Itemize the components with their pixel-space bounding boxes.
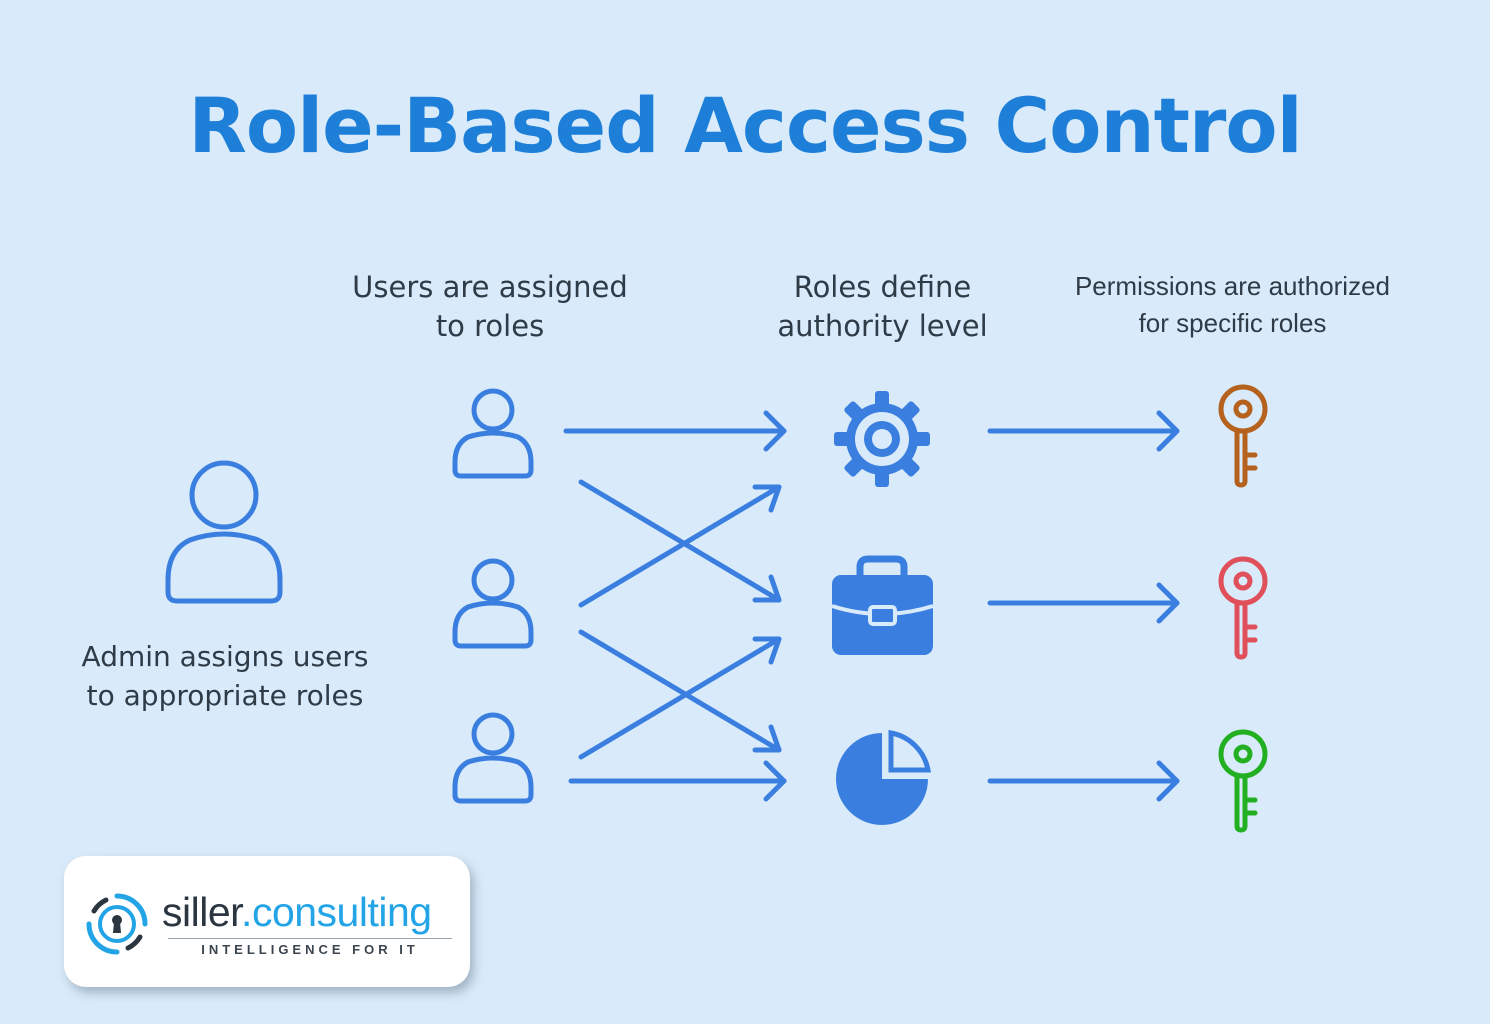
permissions-caption-line-1: Permissions are authorized: [1074, 271, 1391, 301]
user-2-icon: [452, 558, 534, 649]
roles-caption-line-1: Roles define: [793, 270, 972, 304]
connector-user-1-role-1: [563, 410, 787, 452]
connector-user-2-role-3: [578, 629, 782, 753]
key-icon: [1218, 556, 1268, 660]
roles-caption: Roles define authority level: [740, 268, 1025, 346]
users-caption-line-1: Users are assigned: [352, 270, 628, 304]
admin-user-icon: [165, 460, 283, 604]
briefcase-icon: [831, 555, 934, 655]
admin-caption-line-2: to appropriate roles: [86, 679, 364, 712]
connector-role-2-permission-2: [987, 582, 1180, 624]
page-title: Role-Based Access Control: [188, 81, 1302, 170]
pie-chart-icon: [836, 730, 931, 825]
connector-user-3-role-2: [578, 636, 782, 760]
brand-name: siller.consulting: [162, 892, 432, 933]
brand-name-main: siller: [162, 889, 242, 935]
connector-user-1-role-2: [578, 479, 782, 603]
gear-icon: [834, 391, 930, 487]
permissions-caption-line-2: for specific roles: [1138, 308, 1327, 338]
brand-name-dot: .: [241, 889, 252, 935]
user-3-icon: [452, 712, 534, 804]
key-icon: [1218, 729, 1268, 833]
brand-logo-card: siller.consulting INTELLIGENCE FOR IT: [64, 856, 470, 987]
users-caption: Users are assigned to roles: [330, 268, 650, 346]
users-caption-line-2: to roles: [435, 309, 545, 343]
connector-user-3-role-3: [568, 760, 787, 802]
brand-name-accent: consulting: [251, 889, 432, 935]
permissions-caption: Permissions are authorized for specific …: [1040, 268, 1425, 342]
admin-caption: Admin assigns users to appropriate roles: [60, 637, 390, 715]
key-icon: [1218, 384, 1268, 488]
connector-role-3-permission-3: [987, 760, 1180, 802]
keyhole-logo-icon: [86, 893, 148, 955]
connector-role-1-permission-1: [987, 410, 1180, 452]
roles-caption-line-2: authority level: [777, 309, 988, 343]
admin-caption-line-1: Admin assigns users: [81, 640, 369, 673]
user-1-icon: [452, 388, 534, 479]
brand-divider: [168, 938, 452, 939]
connector-user-2-role-1: [578, 484, 782, 608]
brand-tagline: INTELLIGENCE FOR IT: [201, 942, 419, 957]
